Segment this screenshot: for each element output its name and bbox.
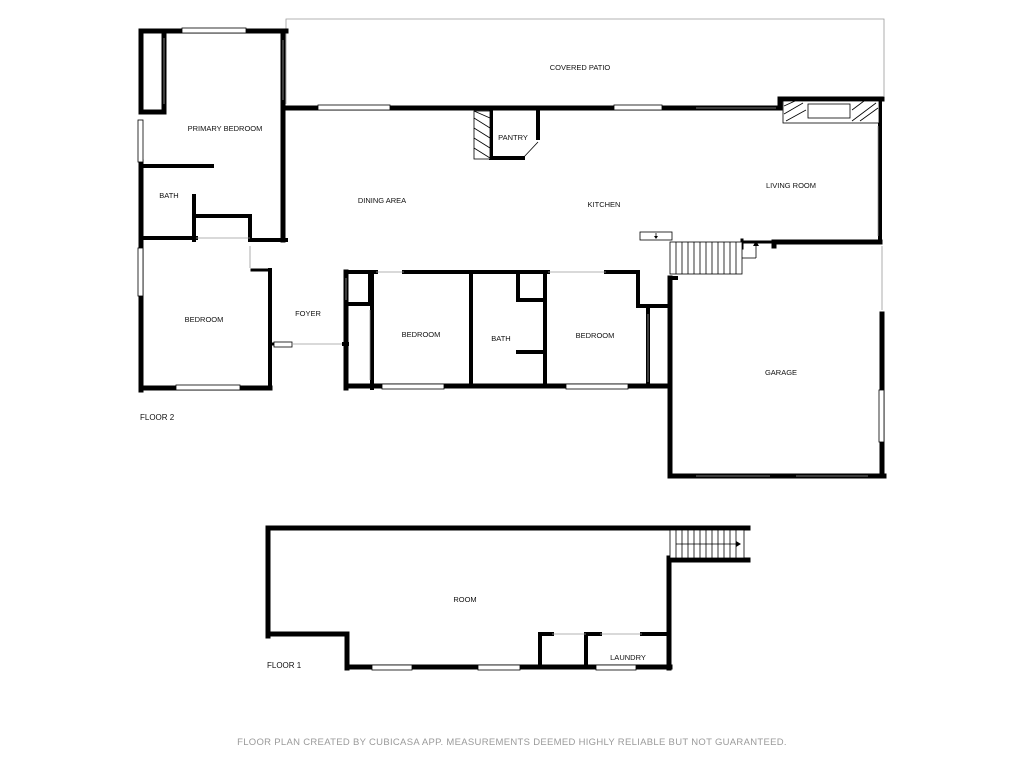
- room-label-bedroom-mid: BEDROOM: [402, 330, 441, 339]
- covered-patio-outline: [285, 18, 885, 104]
- pantry-door: [522, 141, 539, 159]
- room-label-primary-bedroom: PRIMARY BEDROOM: [188, 124, 263, 133]
- room-label-foyer: FOYER: [295, 309, 321, 318]
- room-label-bath-mid: BATH: [491, 334, 510, 343]
- room-label-bedroom-right: BEDROOM: [576, 331, 615, 340]
- room-label-garage: GARAGE: [765, 368, 797, 377]
- room-label-kitchen: KITCHEN: [588, 200, 621, 209]
- room-label-dining-area: DINING AREA: [358, 196, 406, 205]
- room-label-bedroom-left: BEDROOM: [185, 315, 224, 324]
- floor-2-plan: COVERED PATIO PRIMARY BEDROOM BATH PANTR…: [137, 18, 887, 479]
- floor-1-plan: ROOM LAUNDRY FLOOR 1: [265, 525, 751, 671]
- exterior-walls: [138, 28, 887, 479]
- room-label-living-room: LIVING ROOM: [766, 181, 816, 190]
- windows-floor-1: [371, 664, 637, 671]
- stairs-floor-1: [669, 529, 745, 559]
- floor-2-label: FLOOR 2: [140, 413, 175, 422]
- windows-floor-2: [137, 27, 885, 443]
- room-label-room: ROOM: [453, 595, 476, 604]
- door-lines-floor-2: [163, 38, 883, 477]
- room-label-laundry: LAUNDRY: [610, 653, 646, 662]
- footer-disclaimer: FLOOR PLAN CREATED BY CUBICASA APP. MEAS…: [237, 737, 787, 748]
- room-label-covered-patio: COVERED PATIO: [550, 63, 611, 72]
- floor-1-label: FLOOR 1: [267, 661, 302, 670]
- room-label-pantry: PANTRY: [498, 133, 528, 142]
- fireplace-kitchen: [473, 110, 491, 160]
- stairs-floor-2: [639, 231, 759, 275]
- fireplace-living: [782, 100, 880, 124]
- room-label-bath-primary: BATH: [159, 191, 178, 200]
